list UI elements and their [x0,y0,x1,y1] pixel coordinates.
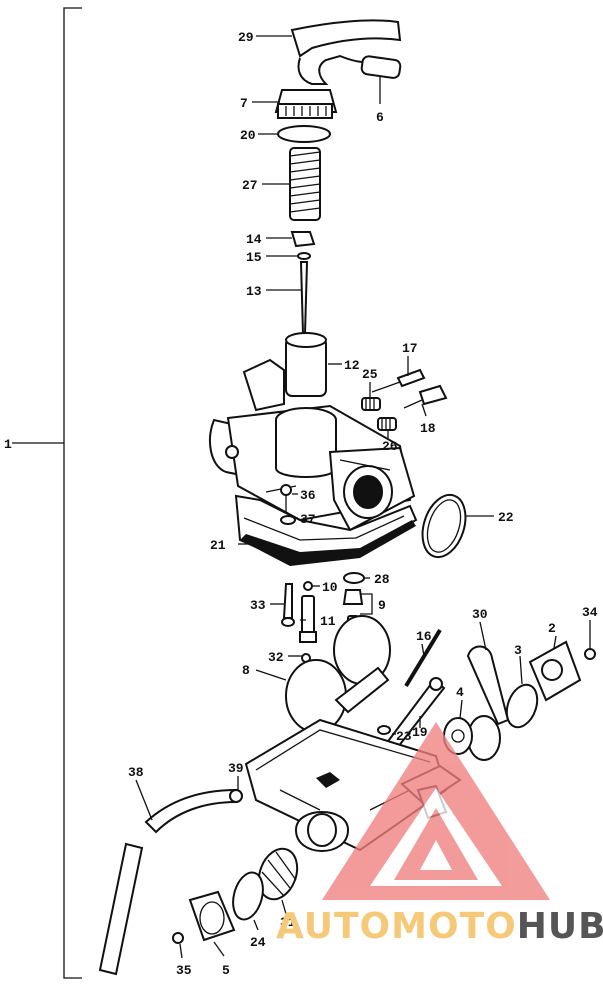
watermark-text: AUTOMOTOHUB [276,906,603,947]
body-screw [280,484,292,512]
watermark-text-part1: AUTOMOTO [276,906,517,947]
callout-15: 15 [246,250,262,265]
plate-screw [584,648,596,660]
assembly-label: 1 [4,437,12,452]
float-chamber-gasket [421,493,467,559]
choke-plate [528,640,582,702]
callout-5: 5 [222,963,230,978]
carburetor-body [209,358,418,566]
throttle-spring [289,147,321,221]
callout-33: 33 [250,598,266,613]
cable-tube [290,19,402,85]
watermark-logo [322,722,550,900]
callout-6: 6 [376,110,384,125]
slow-jet [281,583,295,627]
callout-35: 35 [176,963,192,978]
drain-hose [98,788,237,976]
float-pin [404,628,442,688]
callout-25: 25 [362,367,378,382]
callout-24: 24 [250,935,266,950]
cover-screw [172,932,184,944]
leader-lines [135,35,591,959]
seal-ring [377,725,391,735]
choke-screen [257,847,299,901]
callout-7: 7 [240,96,248,111]
callout-31: 31 [280,915,296,930]
hose-clamp [229,789,243,803]
callout-34: 34 [582,605,598,620]
callout-38: 38 [128,765,144,780]
needle-washer [297,252,311,260]
needle-valve-seat [303,581,313,591]
callout-28: 28 [374,572,390,587]
watermark-text-part2: HUB [517,906,603,947]
callout-14: 14 [246,232,262,247]
callout-17: 17 [402,341,418,356]
callout-27: 27 [242,178,258,193]
callout-36: 36 [300,488,316,503]
callout-labels: 29 6 7 20 27 14 15 13 12 17 25 18 26 36 … [128,30,598,978]
assembly-bracket [12,7,82,979]
callout-22: 22 [498,510,514,525]
callout-3: 3 [514,643,522,658]
callout-9: 9 [378,598,386,613]
callout-21: 21 [210,538,226,553]
cable-adjuster-sleeve [360,55,402,79]
stop-screw-spring [361,397,381,411]
callout-19: 19 [412,725,428,740]
air-screw-spring [377,417,397,431]
top-cap [274,89,338,119]
cover-gasket [232,871,264,921]
callout-2: 2 [548,621,556,636]
needle-clip [290,231,316,248]
callout-8: 8 [242,663,250,678]
needle-jet [299,595,317,643]
choke-lever [466,645,510,761]
callout-16: 16 [416,629,432,644]
o-ring [343,572,365,584]
callout-23: 23 [396,729,412,744]
throttle-stop-screw [371,368,426,393]
cap-gasket [277,125,331,143]
callout-29: 29 [238,30,254,45]
screw-washer [280,515,296,525]
callout-20: 20 [240,128,256,143]
callout-37: 37 [300,512,316,527]
pilot-air-screw [403,384,448,409]
chamber-cover [188,890,236,942]
callout-12: 12 [344,358,360,373]
callout-4: 4 [456,685,464,700]
float [285,615,391,733]
callout-11: 11 [320,614,336,629]
callout-13: 13 [246,284,262,299]
callout-18: 18 [420,421,436,436]
jet-needle [299,261,309,335]
throttle-valve [285,332,327,397]
choke-gasket [505,683,539,729]
callout-26: 26 [382,439,398,454]
callout-39: 39 [228,761,244,776]
callout-32: 32 [268,650,284,665]
callout-10: 10 [322,580,338,595]
callout-30: 30 [472,607,488,622]
